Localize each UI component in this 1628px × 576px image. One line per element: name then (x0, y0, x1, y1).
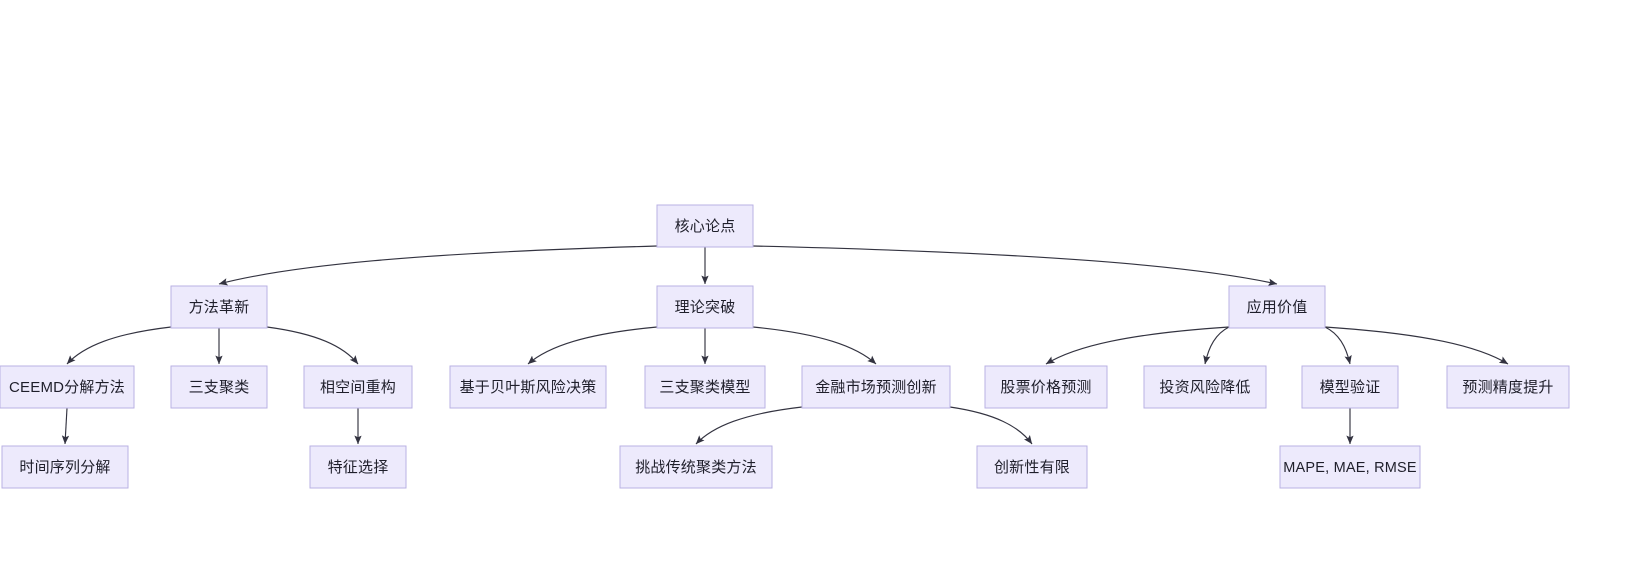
edge-l1b-to-l2b3 (752, 326, 877, 365)
node-l2a2[interactable]: 三支聚类 (170, 365, 268, 409)
node-l3a1-box[interactable] (1, 445, 129, 489)
node-l1c-label: 应用价值 (1247, 298, 1308, 316)
node-l2c4-label: 预测精度提升 (1462, 379, 1553, 396)
node-l2c2[interactable]: 投资风险降低 (1143, 365, 1267, 409)
node-l2a3-box[interactable] (303, 365, 413, 409)
node-l2b3-box[interactable] (801, 365, 951, 409)
node-l2c4-box[interactable] (1446, 365, 1570, 409)
edge-l2b3-to-l3b3a (695, 406, 803, 445)
node-l3a1[interactable]: 时间序列分解 (1, 445, 129, 489)
edge-l1b-to-l2b1 (527, 326, 658, 365)
node-l2c2-label: 投资风险降低 (1159, 379, 1250, 396)
node-l2b1[interactable]: 基于贝叶斯风险决策 (449, 365, 607, 409)
node-l2a3-label: 相空间重构 (320, 379, 396, 396)
node-l3b3a[interactable]: 挑战传统聚类方法 (619, 445, 773, 489)
node-root-label: 核心论点 (675, 218, 736, 235)
node-l2c4[interactable]: 预测精度提升 (1446, 365, 1570, 409)
node-l2b2-label: 三支聚类模型 (659, 379, 750, 396)
node-l3a3-box[interactable] (309, 445, 407, 489)
node-l3b3b[interactable]: 创新性有限 (976, 445, 1088, 489)
node-l2c1-label: 股票价格预测 (1000, 379, 1091, 396)
node-l2c1[interactable]: 股票价格预测 (984, 365, 1108, 409)
node-l1a-box[interactable] (170, 285, 268, 329)
edge-l2a1-to-l3a1 (61, 407, 70, 445)
edge-root-to-l1c (752, 245, 1278, 286)
node-l2a1[interactable]: CEEMD分解方法 (0, 365, 135, 409)
node-l3c3-label: MAPE, MAE, RMSE (1283, 460, 1417, 476)
node-l2b1-label: 基于贝叶斯风险决策 (460, 379, 597, 396)
node-l2a2-box[interactable] (170, 365, 268, 409)
edge-l1c-to-l2c4 (1324, 326, 1509, 365)
node-l3b3a-label: 挑战传统聚类方法 (635, 459, 757, 476)
node-l3a3-label: 特征选择 (328, 459, 389, 476)
edge-root-to-l1a (218, 245, 658, 286)
node-l2b2-box[interactable] (644, 365, 766, 409)
node-l1c[interactable]: 应用价值 (1228, 285, 1326, 329)
node-l1b-label: 理论突破 (675, 299, 736, 316)
node-root-box[interactable] (656, 204, 754, 248)
edge-l2b3-to-l3b3b (949, 406, 1033, 445)
edge-l1a-to-l2a3 (266, 326, 359, 365)
node-l3b3b-box[interactable] (976, 445, 1088, 489)
node-l1b-box[interactable] (656, 285, 754, 329)
edge-l1c-to-l2c3 (1324, 326, 1352, 365)
node-l1b[interactable]: 理论突破 (656, 285, 754, 329)
node-l2b1-box[interactable] (449, 365, 607, 409)
node-l3c3-box[interactable] (1279, 445, 1421, 489)
node-l2c2-box[interactable] (1143, 365, 1267, 409)
node-l2b2[interactable]: 三支聚类模型 (644, 365, 766, 409)
node-l3b3a-box[interactable] (619, 445, 773, 489)
node-l2a3[interactable]: 相空间重构 (303, 365, 413, 409)
node-l1a-label: 方法革新 (189, 299, 250, 316)
node-l1a[interactable]: 方法革新 (170, 285, 268, 329)
node-l2c1-box[interactable] (984, 365, 1108, 409)
node-l3a3[interactable]: 特征选择 (309, 445, 407, 489)
node-l2a2-label: 三支聚类 (189, 379, 250, 396)
node-l2b3[interactable]: 金融市场预测创新 (801, 365, 951, 409)
node-l2c3-box[interactable] (1301, 365, 1399, 409)
edge-l1a-to-l2a1 (66, 326, 172, 365)
node-root[interactable]: 核心论点 (656, 204, 754, 248)
edge-layer (61, 245, 1509, 445)
edge-l1c-to-l2c2 (1203, 326, 1230, 365)
node-l2a1-label: CEEMD分解方法 (9, 379, 125, 396)
node-l2c3-label: 模型验证 (1320, 379, 1381, 396)
edge-l1c-to-l2c1 (1045, 326, 1230, 365)
node-l1c-box[interactable] (1228, 285, 1326, 329)
node-l2c3[interactable]: 模型验证 (1301, 365, 1399, 409)
node-l3a1-label: 时间序列分解 (19, 459, 110, 476)
node-l2a1-box[interactable] (0, 365, 135, 409)
node-l3c3[interactable]: MAPE, MAE, RMSE (1279, 445, 1421, 489)
node-l2b3-label: 金融市场预测创新 (815, 379, 937, 396)
node-l3b3b-label: 创新性有限 (994, 459, 1070, 476)
